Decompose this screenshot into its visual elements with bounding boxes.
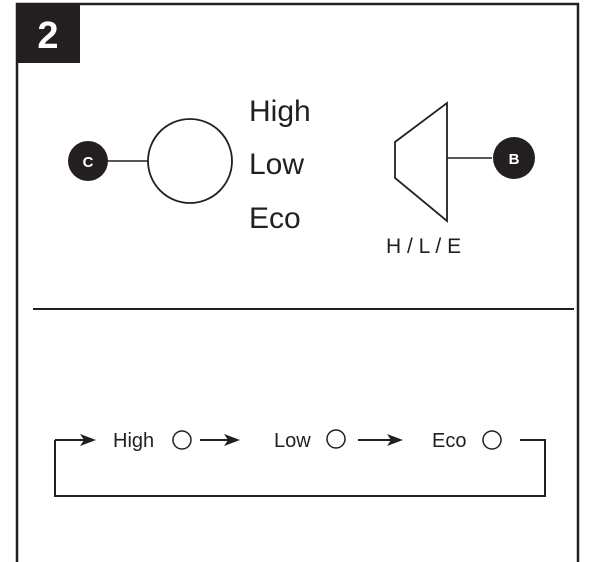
cycle-item-eco-label: Eco <box>432 430 466 452</box>
arrow-head-2 <box>224 434 240 446</box>
callout-c-badge <box>68 141 108 181</box>
step-badge <box>17 4 80 63</box>
frame-border <box>15 2 580 562</box>
abbrev-label: H / L / E <box>386 235 461 258</box>
arrow-head-3 <box>387 434 403 446</box>
callout-b-badge <box>493 137 535 179</box>
indicator-speaker-icon <box>394 101 448 223</box>
cycle-high-indicator <box>172 430 192 450</box>
mode-low-label: Low <box>249 148 304 181</box>
cycle-loop-line <box>54 439 546 497</box>
arrow-head-1 <box>80 434 96 446</box>
step-number: 2 <box>37 15 58 57</box>
cycle-eco-indicator <box>482 430 502 450</box>
cycle-low-indicator <box>326 429 346 449</box>
mode-eco-label: Eco <box>249 202 301 235</box>
cycle-item-low-label: Low <box>274 430 311 452</box>
callout-b-label: B <box>509 151 520 168</box>
callout-c-label: C <box>83 154 94 171</box>
mode-button <box>147 118 233 204</box>
mode-high-label: High <box>249 95 311 128</box>
cycle-item-high-label: High <box>113 430 154 452</box>
